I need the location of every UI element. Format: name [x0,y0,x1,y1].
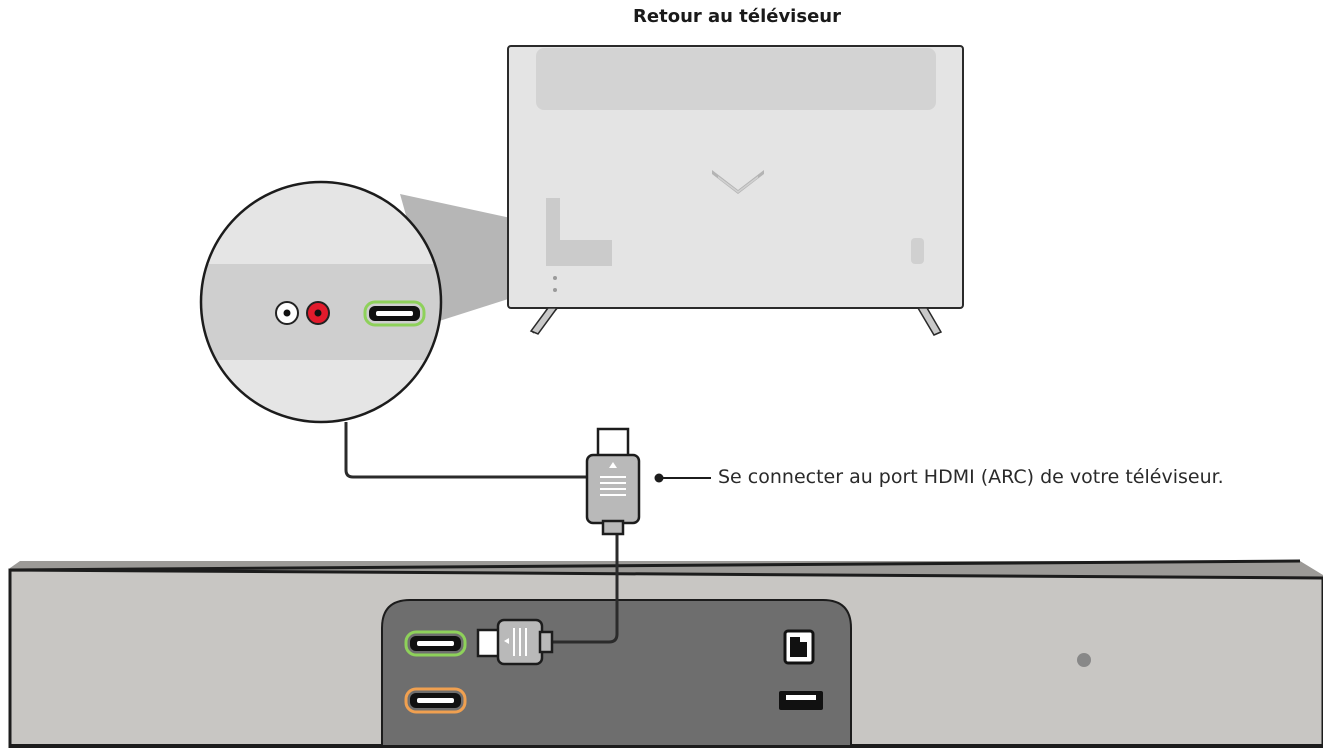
tv-bracket-dot-2 [553,288,557,292]
soundbar-top-edge [9,559,1301,572]
tv-side-slot [911,238,924,264]
tv-side-bracket [546,198,612,266]
tv-hdmi-arc-port[interactable] [363,300,426,327]
tv-port-magnifier [199,180,443,424]
tv-left-foot-shape [529,307,559,335]
tv-right-foot-shape [916,307,943,336]
tv-back-title: Retour au téléviseur [633,6,841,27]
magnifier-projection [400,194,612,322]
hdmi-cable-lower-run [552,534,619,644]
callout-leader [654,473,711,483]
tv-top-bar [536,48,936,110]
rca-white-jack[interactable] [275,301,299,325]
tv-rear [400,45,964,336]
usb-port-icon[interactable] [779,691,823,710]
hdmi-arc-port[interactable] [404,630,467,657]
hdmi-arc-callout-label: Se connecter au port HDMI (ARC) de votre… [718,466,1224,488]
hdmi-cable [344,422,641,666]
rca-red-jack[interactable] [306,301,330,325]
tv-bracket-dot-1 [553,276,557,280]
hdmi-plug-horizontal [476,618,554,666]
power-indicator-icon [1077,653,1091,667]
soundbar [8,559,1323,748]
hdmi-plug-vertical [585,427,641,536]
tv-back-panel [507,45,964,309]
hdmi-cable-upper-run [344,422,590,479]
ethernet-port-icon[interactable] [783,629,815,665]
hdmi-port-2[interactable] [404,687,467,714]
vizio-v-logo-icon [712,170,764,194]
